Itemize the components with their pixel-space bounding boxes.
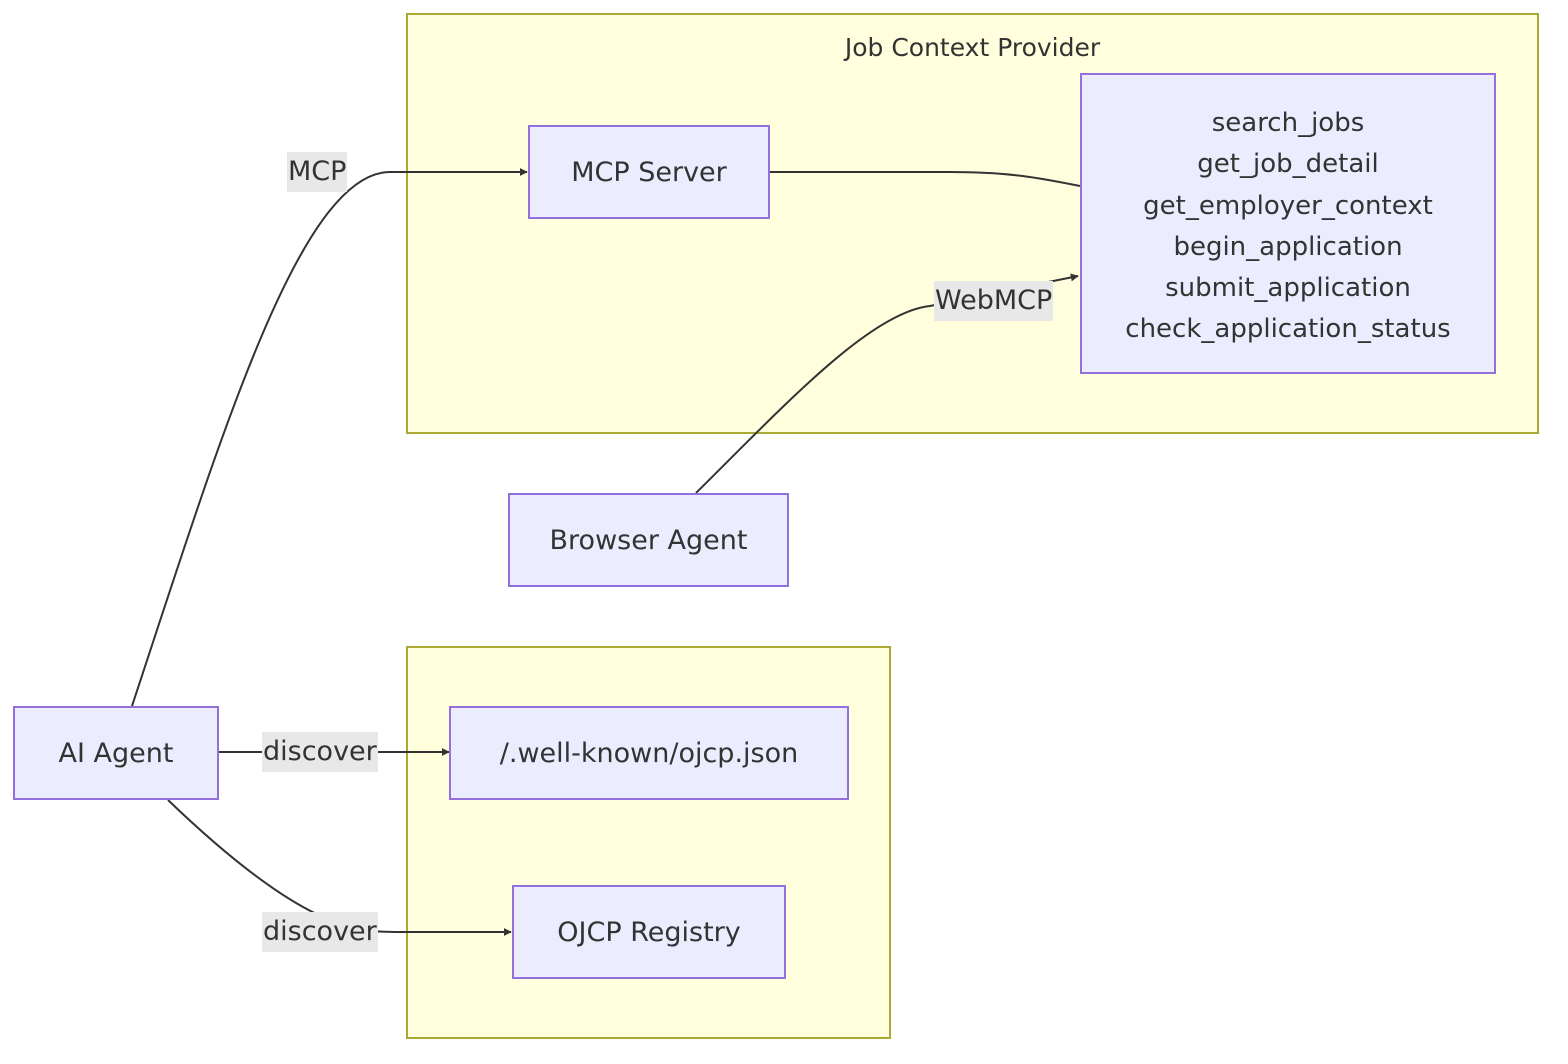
cluster-title: Job Context Provider — [844, 33, 1101, 62]
node-well-known-ojcp-json: /.well-known/ojcp.json — [449, 706, 849, 800]
edge-label-discover-registry: discover — [262, 912, 378, 952]
node-label: AI Agent — [58, 737, 174, 769]
node-label: Browser Agent — [549, 524, 748, 556]
tool-search-jobs: search_jobs — [1211, 108, 1365, 138]
edge-label-discover-well-known: discover — [262, 732, 378, 772]
tool-submit-application: submit_application — [1165, 273, 1411, 304]
edge-label-webmcp: WebMCP — [934, 281, 1054, 321]
tool-check-application-status: check_application_status — [1125, 314, 1451, 345]
node-browser-agent: Browser Agent — [508, 493, 789, 587]
node-label: /.well-known/ojcp.json — [499, 737, 799, 769]
node-label: MCP Server — [571, 156, 727, 188]
node-ojcp-registry: OJCP Registry — [512, 885, 786, 979]
node-mcp-server: MCP Server — [528, 125, 770, 219]
cluster-discovery — [406, 646, 891, 1039]
tool-begin-application: begin_application — [1173, 231, 1403, 262]
node-label: OJCP Registry — [557, 916, 741, 948]
node-tools-list: search_jobs get_job_detail get_employer_… — [1080, 73, 1496, 374]
tool-get-job-detail: get_job_detail — [1197, 149, 1379, 180]
node-ai-agent: AI Agent — [13, 706, 219, 800]
tool-get-employer-context: get_employer_context — [1143, 190, 1433, 221]
edge-label-mcp: MCP — [287, 152, 348, 192]
